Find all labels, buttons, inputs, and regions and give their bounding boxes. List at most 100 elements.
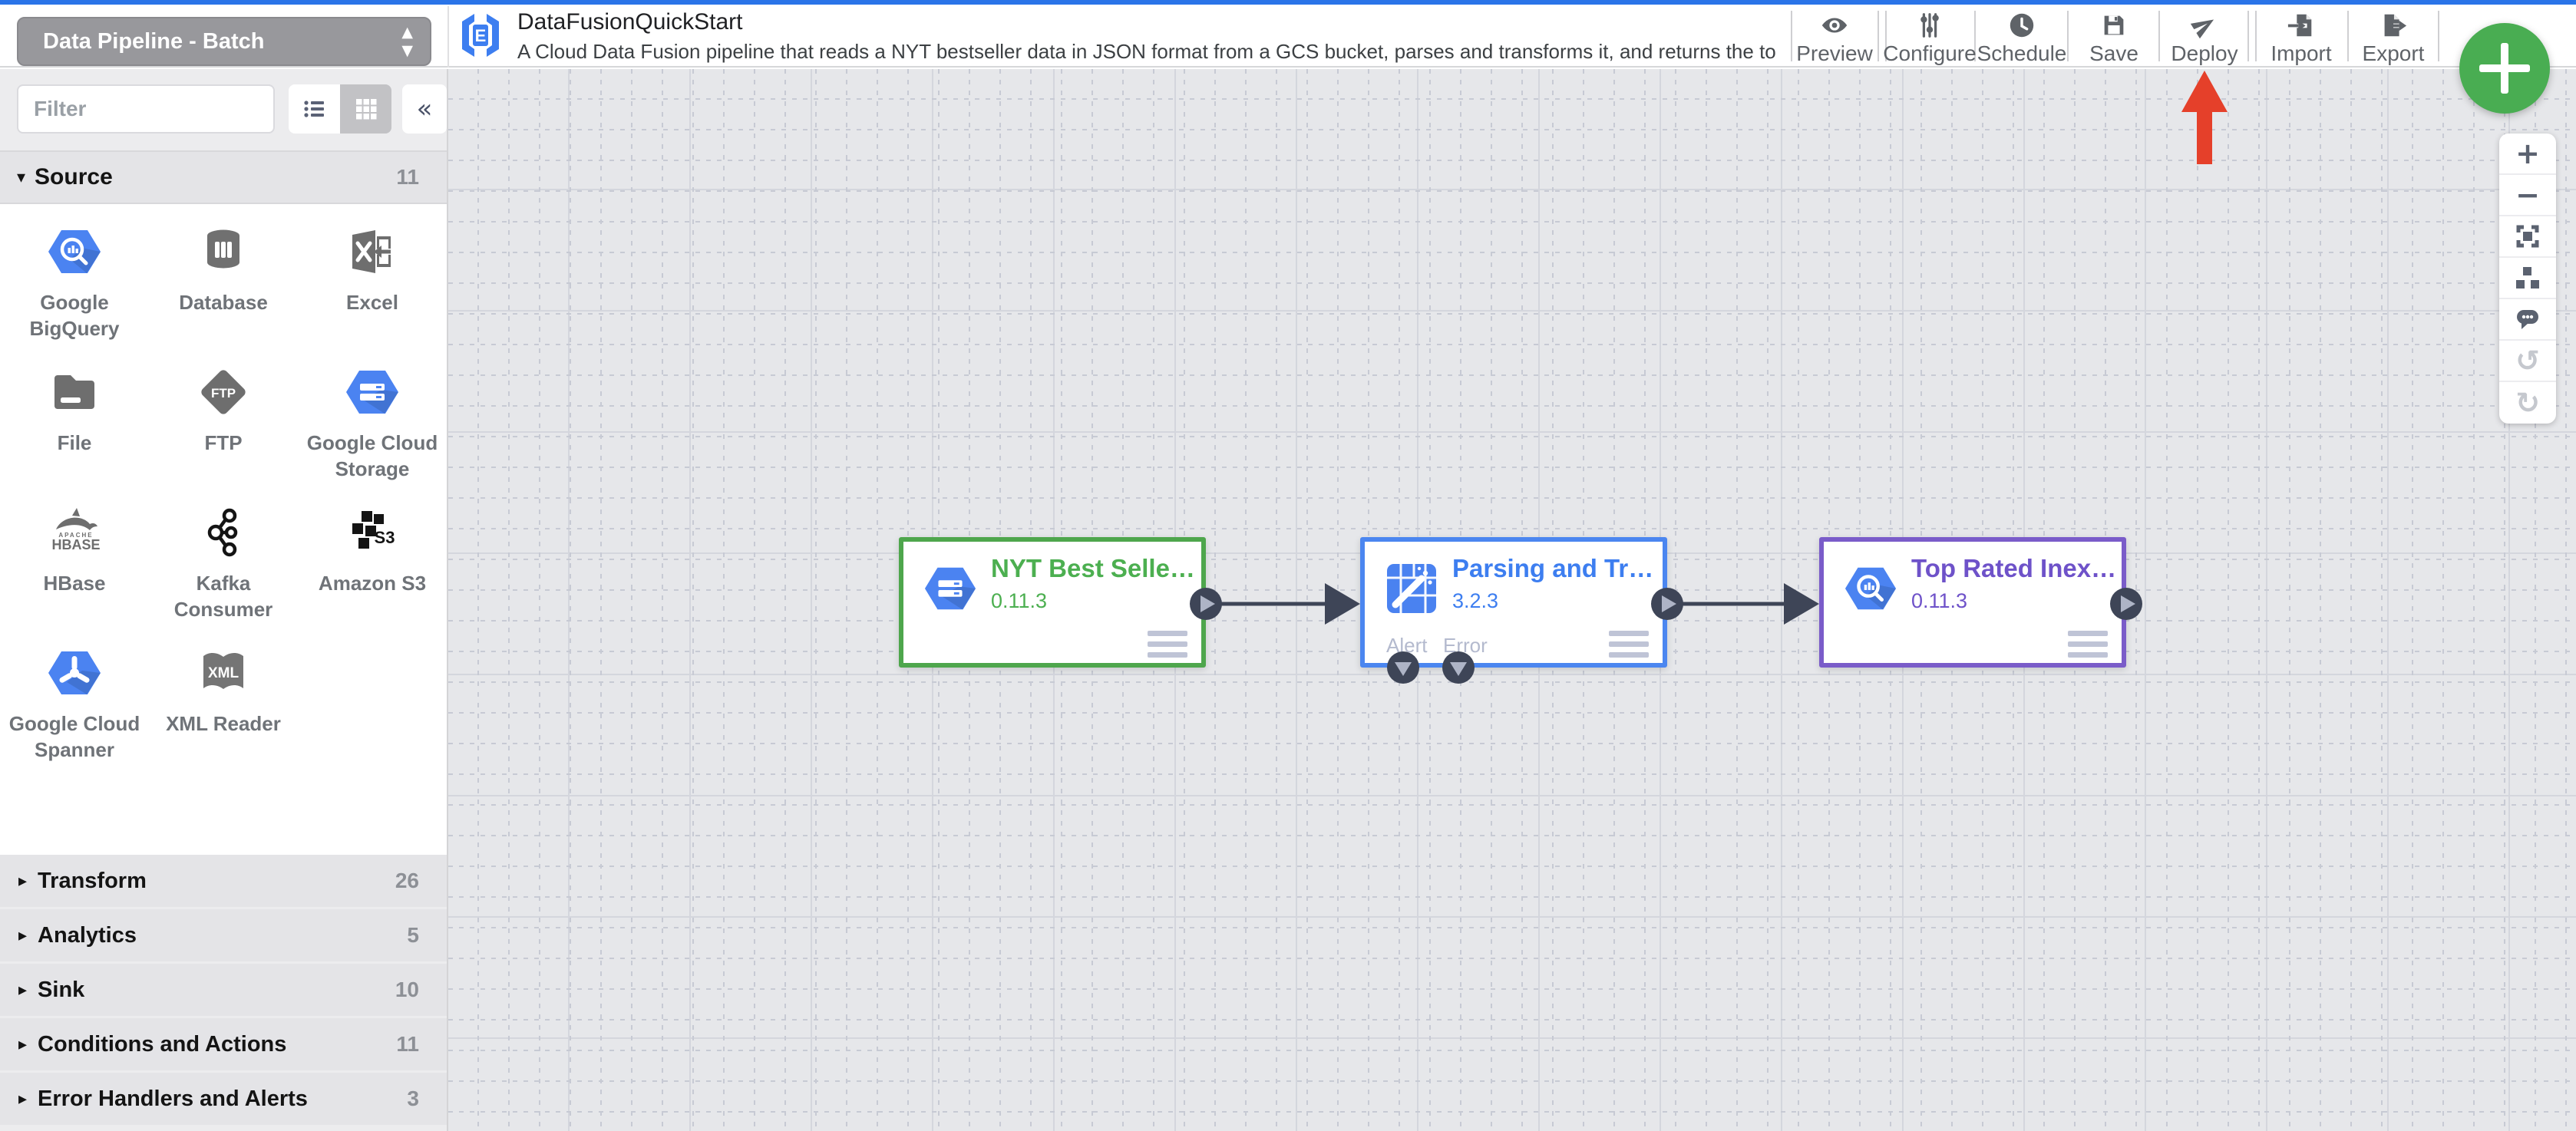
data-fusion-logo-icon: E [462,14,499,57]
section-header-transform[interactable]: ▸ Transform 26 [0,855,447,907]
redo-button[interactable]: ↻ [2499,382,2556,424]
header-bar: Data Pipeline - Batch ▲▼ E DataFusionQui… [0,5,2576,68]
export-button[interactable]: Export [2349,6,2438,66]
node-nyt-best-sellers[interactable]: NYT Best Selle… 0.11.3 [899,537,1206,668]
configure-button[interactable]: Configure [1883,6,1977,66]
filter-row: « [0,69,447,150]
toolbar-divider [2438,11,2439,61]
import-icon [2287,14,2312,37]
pipeline-canvas[interactable]: NYT Best Selle… 0.11.3 Parsing and Tr… 3… [448,69,2576,1131]
auto-align-button[interactable] [2499,258,2556,299]
toolbar-divider [2347,11,2349,61]
svg-text:XML: XML [208,665,239,681]
clock-icon [2010,13,2034,38]
eye-icon [1821,18,1848,33]
edge-arrowhead-icon [1784,583,1819,625]
folder-icon [54,375,94,409]
add-plugin-fab[interactable] [2459,23,2550,114]
edge-arrowhead-icon [1325,583,1360,625]
plugin-google-bigquery[interactable]: Google BigQuery [0,224,149,364]
xml-book-icon: XML [203,652,243,689]
section-header-sink[interactable]: ▸ Sink 10 [0,964,447,1016]
hbase-orca-icon: APACHE HBASE [51,508,101,552]
node-version: 0.11.3 [1911,589,1968,612]
node-title: Top Rated Inex… [1911,554,2117,582]
fit-to-screen-button[interactable] [2499,216,2556,258]
error-port[interactable] [1442,651,1475,684]
caret-right-icon: ▸ [18,1089,28,1109]
filter-input[interactable] [17,84,275,134]
grid-view-button[interactable] [340,84,391,134]
send-icon [2190,19,2214,39]
toolbar-divider [1878,11,1879,61]
deploy-button[interactable]: Deploy [2160,6,2249,66]
import-button[interactable]: Import [2257,6,2346,66]
section-count: 10 [395,978,419,1001]
plugin-kafka-consumer[interactable]: Kafka Consumer [149,505,298,645]
excel-icon [352,230,391,273]
toolbar-divider [2067,11,2069,61]
caret-right-icon: ▸ [18,1034,28,1054]
view-toggle [289,84,391,134]
node-title: NYT Best Selle… [991,554,1195,582]
plugin-excel[interactable]: Excel [298,224,447,364]
node-menu-button[interactable] [1609,631,1649,663]
node-menu-button[interactable] [2068,631,2108,663]
schedule-button[interactable]: Schedule [1977,6,2066,66]
save-button[interactable]: Save [2069,6,2158,66]
auto-align-icon [2516,267,2539,289]
caret-right-icon: ▸ [18,871,28,891]
kafka-icon [207,508,238,557]
canvas-controls: + − [2499,134,2556,424]
comment-button[interactable] [2499,299,2556,341]
svg-text:HBASE: HBASE [51,537,100,552]
plugin-database[interactable]: Database [149,224,298,364]
wrangler-icon [1387,564,1436,613]
node-parsing-and-transform[interactable]: Parsing and Tr… 3.2.3 Alert Error [1360,537,1667,668]
plugin-ftp[interactable]: FTP FTP [149,364,298,505]
toolbar-divider [1974,11,1976,61]
section-header-conditions-and-actions[interactable]: ▸ Conditions and Actions 11 [0,1018,447,1070]
floppy-icon [2104,15,2124,35]
list-view-icon [303,101,324,117]
export-icon [2384,14,2407,37]
section-header-error-handlers-and-alerts[interactable]: ▸ Error Handlers and Alerts 3 [0,1073,447,1125]
toolbar-divider [2158,11,2160,61]
database-cylinder-icon [207,229,239,269]
undo-button[interactable]: ↺ [2499,341,2556,382]
svg-text:S3: S3 [375,528,395,547]
output-port-top-rated-inexpensive[interactable] [2110,588,2142,620]
section-header-source[interactable]: ▾ Source 11 [0,150,447,204]
cloud-storage-hexagon-icon [346,371,398,414]
node-title: Parsing and Tr… [1452,554,1654,582]
plugin-file[interactable]: File [0,364,149,505]
plugin-sidebar: « ▾ Source 11 Google BigQuery [0,69,448,1131]
output-port-parsing-and-transform[interactable] [1651,588,1683,620]
redo-icon: ↻ [2515,386,2540,420]
plugin-hbase[interactable]: APACHE HBASE HBase [0,505,149,645]
grid-view-icon [355,99,376,120]
zoom-in-icon: + [2515,137,2540,170]
fit-to-screen-icon [2516,225,2539,248]
plugin-google-cloud-spanner[interactable]: Google Cloud Spanner [0,645,149,786]
plugin-google-cloud-storage[interactable]: Google Cloud Storage [298,364,447,505]
toolbar-divider [1791,11,1792,61]
list-view-button[interactable] [289,84,340,134]
preview-button[interactable]: Preview [1790,6,1879,66]
alert-port[interactable] [1387,651,1419,684]
section-header-analytics[interactable]: ▸ Analytics 5 [0,909,447,961]
pipeline-type-select[interactable]: Data Pipeline - Batch ▲▼ [17,17,431,66]
node-menu-button[interactable] [1148,631,1187,663]
top-accent-strip [0,0,2576,5]
node-top-rated-inexpensive[interactable]: Top Rated Inex… 0.11.3 [1819,537,2126,668]
plugin-amazon-s3[interactable]: S3 Amazon S3 [298,505,447,645]
comment-icon [2517,310,2538,329]
collapse-sidebar-button[interactable]: « [402,84,447,134]
svg-text:E: E [475,26,487,45]
zoom-out-button[interactable]: − [2499,175,2556,216]
section-count: 3 [407,1086,419,1110]
plugin-xml-reader[interactable]: XML XML Reader [149,645,298,786]
output-port-nyt-best-sellers[interactable] [1190,588,1222,620]
header-divider [447,6,449,68]
zoom-in-button[interactable]: + [2499,134,2556,175]
